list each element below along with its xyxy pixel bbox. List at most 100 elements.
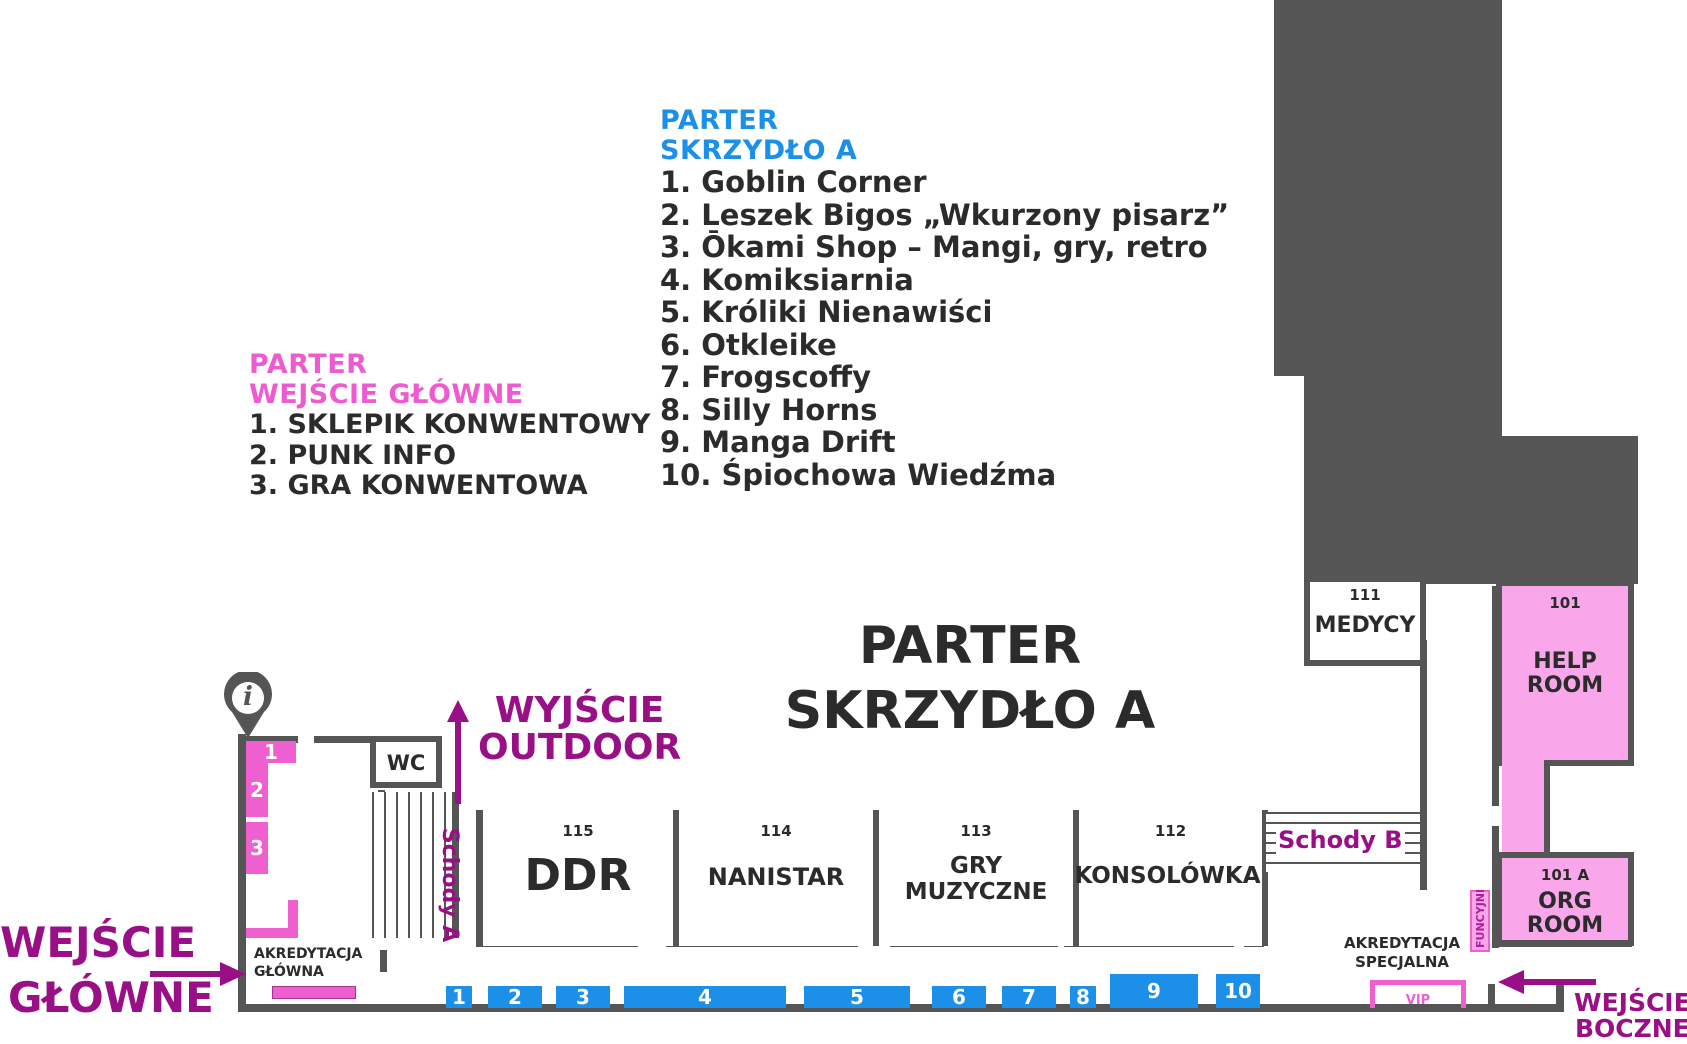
wall-left <box>238 734 246 1008</box>
room-101a[interactable]: 101 A ORG ROOM <box>1496 852 1634 946</box>
room-number: 101 <box>1549 594 1581 612</box>
wall-bottom-left-cap <box>1488 984 1495 1012</box>
room-101[interactable]: 101 HELP ROOM <box>1496 580 1634 766</box>
stairs-b-label: Schody B <box>1276 826 1405 854</box>
room-name: NANISTAR <box>707 863 845 891</box>
accreditation-main-counter <box>272 986 356 999</box>
booth-2[interactable]: 2 <box>488 985 542 1009</box>
wall-top-left <box>238 736 298 743</box>
legend-wing-a: PARTER SKRZYDŁO A 1. Goblin Corner 2. Le… <box>660 105 1229 492</box>
accreditation-main-line-1: AKREDYTACJA <box>254 946 363 962</box>
wall-bottom <box>238 1004 1564 1012</box>
booth-8[interactable]: 8 <box>1070 985 1096 1009</box>
booth-7[interactable]: 7 <box>1002 985 1056 1009</box>
room-113[interactable]: 113 GRY MUZYCZNE <box>879 810 1079 946</box>
room-name-line-1: HELP <box>1533 649 1597 674</box>
legend-item: 6. Otkleike <box>660 327 837 362</box>
room-name: DDR <box>524 850 632 901</box>
map-title-line-2: SKRZYDŁO A <box>784 681 1156 741</box>
vip-desk[interactable]: VIP <box>1370 980 1466 1008</box>
building-block-middle <box>1304 370 1424 584</box>
funcyjni-label: FUNCYJNI <box>1474 888 1487 948</box>
booth-9[interactable]: 9 <box>1110 974 1198 1008</box>
booth-6[interactable]: 6 <box>932 985 986 1009</box>
accreditation-special-label: AKREDYTACJA SPECJALNA <box>1344 934 1460 972</box>
room-101-corridor <box>1502 760 1544 856</box>
room-112[interactable]: 112 KONSOLÓWKA <box>1074 810 1268 946</box>
arrow-up-icon <box>447 700 469 804</box>
building-block-upper-east <box>1418 376 1502 440</box>
exit-outdoor-line-1: WYJŚCIE <box>494 690 665 731</box>
room-name-line-1: GRY <box>950 853 1002 879</box>
booth-main-3[interactable]: 3 <box>246 822 268 874</box>
wall-top-left-2 <box>314 736 404 743</box>
wall-101-divider <box>1544 762 1550 856</box>
room-number: 111 <box>1349 586 1381 604</box>
room-name-line-2: ROOM <box>1526 673 1604 698</box>
info-marker-icon[interactable]: i <box>222 670 274 740</box>
legend-item: 3. Ōkami Shop – Mangi, gry, retro <box>660 230 1208 265</box>
booth-5[interactable]: 5 <box>804 985 910 1009</box>
room-115[interactable]: 115 DDR <box>483 810 679 946</box>
room-number: 101 A <box>1540 866 1590 884</box>
booth-10[interactable]: 10 <box>1216 974 1260 1008</box>
arrow-left-icon <box>1498 970 1596 994</box>
info-glyph: i <box>243 682 253 712</box>
legend-main-entrance: PARTER WEJŚCIE GŁÓWNE 1. SKLEPIK KONWENT… <box>249 349 651 501</box>
legend-item: 8. Silly Horns <box>660 392 878 427</box>
main-entrance-label: WEJŚCIE GŁÓWNE <box>0 916 214 1025</box>
legend-wing-a-heading-1: PARTER <box>660 105 779 136</box>
accreditation-special-line-2: SPECJALNA <box>1355 952 1450 971</box>
map-title: PARTER SKRZYDŁO A <box>780 614 1160 744</box>
room-name-line-1: ORG <box>1538 889 1592 914</box>
legend-wing-a-heading-2: SKRZYDŁO A <box>660 135 858 167</box>
side-entrance-line-2: BOCZNE <box>1574 1014 1687 1043</box>
exit-outdoor-line-2: OUTDOOR <box>478 727 682 769</box>
legend-item: 7. Frogscoffy <box>660 360 872 395</box>
legend-item: 1. SKLEPIK KONWENTOWY <box>249 409 651 441</box>
wall-right-lower <box>1492 586 1499 806</box>
main-entrance-line-1: WEJŚCIE <box>0 918 197 967</box>
room-number: 112 <box>1154 822 1187 840</box>
booth-1[interactable]: 1 <box>446 985 472 1009</box>
wall-right-corridor <box>1420 640 1427 890</box>
wall-right-bottom <box>1492 826 1499 948</box>
booth-4[interactable]: 4 <box>624 985 786 1009</box>
stairs-a[interactable] <box>372 792 452 938</box>
side-entrance-label: WEJŚCIE BOCZNE <box>1574 990 1687 1042</box>
booth-3[interactable]: 3 <box>556 985 610 1009</box>
room-number: 113 <box>960 822 992 840</box>
wall-bottom-right-cap <box>1556 984 1564 1012</box>
legend-main-heading-2: WEJŚCIE GŁÓWNE <box>249 379 524 411</box>
legend-item: 2. PUNK INFO <box>249 439 457 471</box>
room-number: 114 <box>760 822 792 840</box>
accreditation-main-label: AKREDYTACJA GŁÓWNA <box>254 946 362 981</box>
funcyjni-desk[interactable]: FUNCYJNI <box>1470 888 1490 952</box>
stairs-a-label: Schody A <box>437 827 462 943</box>
arrow-right-icon <box>150 962 246 986</box>
legend-main-heading-1: PARTER <box>249 349 368 380</box>
vip-label: VIP <box>1405 993 1431 1008</box>
legend-item: 10. Śpiochowa Wiedźma <box>660 457 1057 492</box>
accreditation-main-line-2: GŁÓWNA <box>254 963 324 980</box>
legend-item: 5. Króliki Nienawiści <box>660 295 993 330</box>
legend-item: 9. Manga Drift <box>660 425 896 460</box>
exit-outdoor-label: WYJŚCIE OUTDOOR <box>478 692 681 767</box>
room-114[interactable]: 114 NANISTAR <box>679 810 879 946</box>
booth-main-1[interactable]: 1 <box>246 740 296 764</box>
room-wc[interactable]: WC <box>370 736 442 788</box>
building-block-north <box>1274 0 1502 376</box>
room-111[interactable]: 111 MEDYCY <box>1304 576 1426 666</box>
room-name: MEDYCY <box>1314 613 1416 638</box>
side-entrance-line-1: WEJŚCIE <box>1574 988 1687 1017</box>
booth-main-2[interactable]: 2 <box>246 763 268 817</box>
room-name-line-2: ROOM <box>1526 913 1604 938</box>
stairs-a-rail <box>452 792 459 938</box>
legend-item: 4. Komiksiarnia <box>660 262 914 297</box>
wc-label: WC <box>386 751 426 775</box>
room-name-line-2: MUZYCZNE <box>904 879 1048 905</box>
wall-inner-left-bottom <box>380 950 387 972</box>
accreditation-special-line-1: AKREDYTACJA <box>1344 934 1461 952</box>
legend-item: 1. Goblin Corner <box>660 165 927 200</box>
wall-corridor-left <box>476 810 483 946</box>
